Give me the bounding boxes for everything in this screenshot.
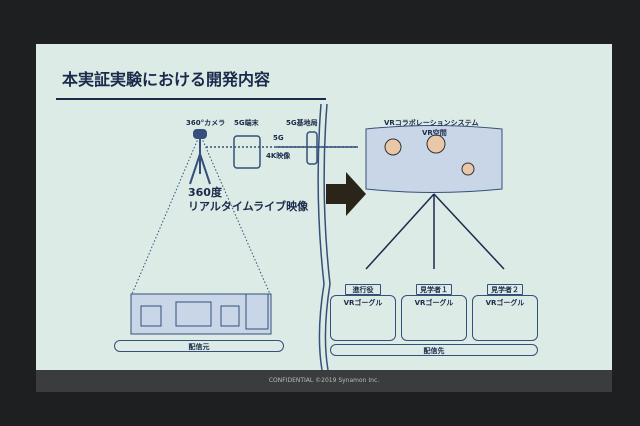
receivers-box: 配信先 — [330, 344, 538, 356]
tripod-camera-icon — [189, 129, 211, 185]
sender-label: 配信元 — [188, 343, 210, 351]
link-5g-label: 5G — [273, 134, 284, 142]
link-4k-label: 4K映像 — [266, 152, 291, 160]
receivers-label: 配信先 — [423, 347, 445, 355]
slide-footer: CONFIDENTIAL ©2019 Synamon Inc. — [36, 370, 612, 392]
arrow-icon — [326, 172, 366, 216]
vr-to-participant-connector — [433, 193, 505, 270]
vr-to-participant-connector — [365, 193, 435, 270]
camera-label: 360°カメラ — [186, 119, 226, 127]
vr-space-label: VR空間 — [422, 129, 447, 137]
camera-field-of-view-line — [131, 133, 201, 295]
role-tag: 見学者１ — [416, 284, 452, 295]
device-label: VRゴーグル — [343, 299, 383, 307]
camera-field-of-view-line — [199, 133, 271, 295]
slide-title: 本実証実験における開発内容 — [62, 70, 271, 89]
vr-system-label: VRコラボレーションシステム — [384, 119, 479, 127]
stream-label-1: 360度 — [188, 186, 222, 199]
sender-box: 配信元 — [114, 340, 284, 352]
participant-card: VRゴーグル — [330, 295, 396, 341]
base-station-icon — [306, 131, 318, 165]
tablet-icon — [233, 135, 261, 169]
wavy-divider — [317, 103, 325, 370]
stream-label-2: リアルタイムライブ映像 — [188, 200, 309, 213]
role-tag: 進行役 — [345, 284, 381, 295]
role-label: 見学者１ — [420, 286, 448, 294]
participant-card: VRゴーグル — [472, 295, 538, 341]
role-label: 進行役 — [352, 286, 374, 294]
device-label: VRゴーグル — [485, 299, 525, 307]
device-label: VRゴーグル — [414, 299, 454, 307]
role-tag: 見学者２ — [487, 284, 523, 295]
diagram-lines — [56, 98, 515, 370]
base-station-label: 5G基地局 — [286, 119, 318, 127]
vr-space-illustration — [365, 125, 503, 193]
slide: 本実証実験における開発内容 360°カメラ 5G端末 5G基地局 5G 4K映像… — [36, 44, 612, 370]
terminal-label: 5G端末 — [234, 119, 259, 127]
participant-card: VRゴーグル — [401, 295, 467, 341]
wavy-divider — [323, 103, 331, 370]
factory-illustration — [130, 293, 272, 335]
role-label: 見学者２ — [491, 286, 519, 294]
